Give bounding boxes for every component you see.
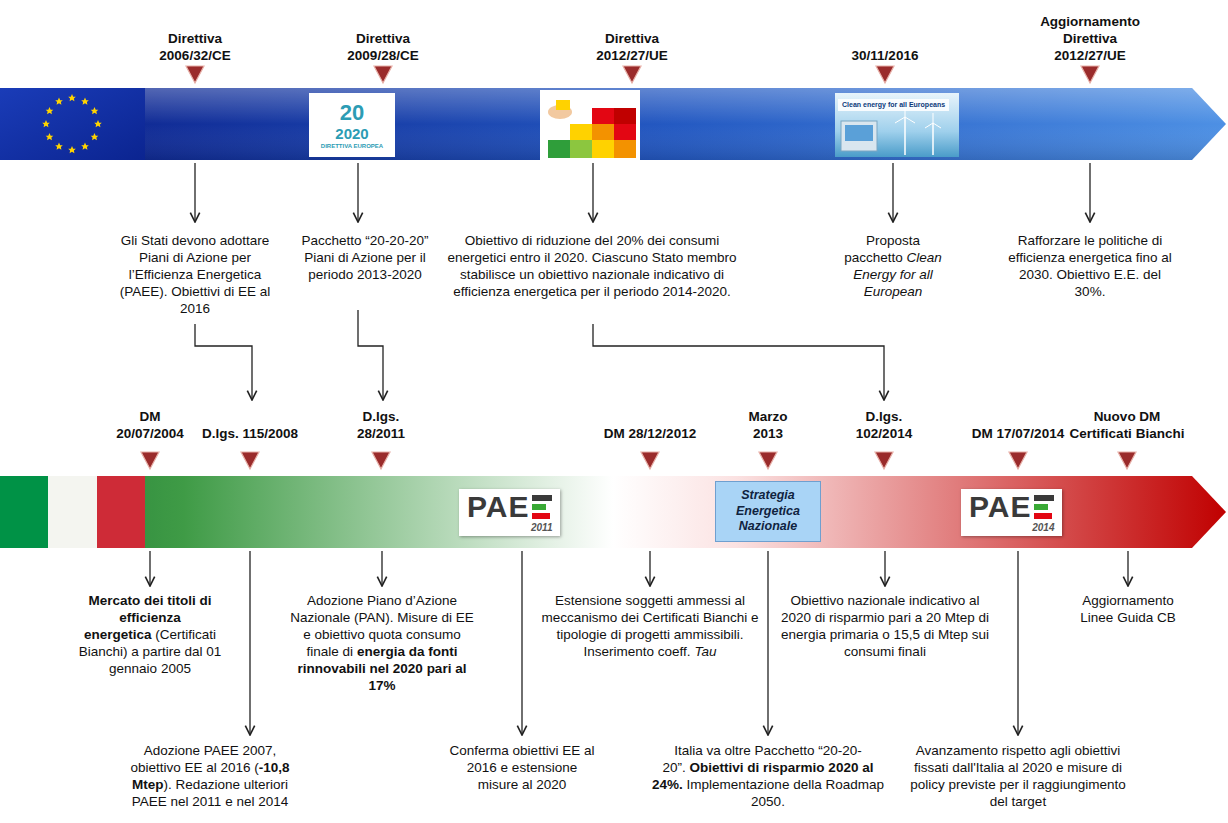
logo-text: 2020 [335,126,368,141]
timeline-text: Gli Stati devono adottare Piani di Azion… [120,233,271,316]
plan-logo-bars [532,495,552,519]
timeline-text: Aggiornamento Linee Guida CB [1080,593,1175,625]
package-image: Clean energy for all Europeans [835,93,959,157]
plan-logo: PAE2014 [961,489,1062,536]
logo-row: PAE [969,492,1054,522]
milestone-heading: DM 20/07/2004 [116,409,184,441]
logo-text: 20 [340,102,364,124]
logo-text: DIRETTIVA EUROPEA [321,143,383,149]
text-block: DM 28/12/2012 [603,425,698,442]
text-block: D.lgs. 115/2008 [190,425,310,442]
milestone-heading: 30/11/2016 [852,48,919,63]
milestone-heading: Marzo 2013 [748,409,787,441]
strategy-text: Strategia Energetica Nazionale [721,488,815,535]
text-block: Rafforzare le politiche di efficienza en… [1003,232,1178,300]
text-block: 30/11/2016 [825,47,945,64]
plan-year: 2011 [467,522,552,533]
plan-year: 2014 [969,522,1054,533]
milestone-heading: Nuovo DM Certificati Bianchi [1070,409,1185,441]
plan-logo: PAE2011 [459,489,560,536]
timeline-text: Tau [694,644,716,659]
text-block: DM 17/07/2014 [971,425,1066,442]
text-block: Direttiva 2009/28/CE [323,30,443,64]
timeline-text: Avanzamento rispetto agli obiettivi fiss… [910,743,1125,809]
plan-logo-text: PAE [467,492,529,522]
milestone-heading: Direttiva 2009/28/CE [347,31,418,63]
text-block: D.lgs. 102/2014 [842,408,927,442]
text-block: Nuovo DM Certificati Bianchi [1062,408,1192,442]
text-block: Direttiva 2012/27/UE [572,30,692,64]
text-block: Marzo 2013 [738,408,798,442]
text-block: Pacchetto “20-20-20” Piani di Azione per… [295,232,435,283]
milestone-heading: D.lgs. 115/2008 [202,426,298,441]
text-block: Avanzamento rispetto agli obiettivi fiss… [901,742,1136,810]
text-block: Aggiornamento Direttiva 2012/27/UE [1030,13,1150,64]
plan-logo-bars [1034,495,1054,519]
timeline-text: Obiettivo nazionale indicativo al 2020 d… [781,593,989,659]
text-block: Gli Stati devono adottare Piani di Azion… [111,232,279,317]
text-block: Mercato dei titoli di efficienza energet… [75,592,225,677]
timeline-text: Obiettivo di riduzione del 20% dei consu… [448,233,737,299]
image-caption: Clean energy for all Europeans [838,99,949,111]
text-block: Conferma obiettivi EE al 2016 e estensio… [447,742,597,793]
timeline-text: Implementazione della Roadmap 2050. [687,777,884,809]
text-block: Estensione soggetti ammessi al meccanism… [539,592,761,660]
strategy-box: Strategia Energetica Nazionale [715,481,821,542]
timeline-text: Estensione soggetti ammessi al meccanism… [542,593,759,659]
milestone-heading: DM 28/12/2012 [604,426,696,441]
plan-logo-text: PAE [969,492,1031,522]
logo-row: PAE [467,492,552,522]
timeline-text: Adozione PAEE 2007, obiettivo EE al 2016… [130,743,276,775]
milestone-heading: D.lgs. 28/2011 [357,409,405,441]
milestone-heading: D.lgs. 102/2014 [856,409,912,441]
text-block: Obiettivo di riduzione del 20% dei consu… [437,232,747,300]
milestone-heading: Aggiornamento Direttiva 2012/27/UE [1040,14,1140,63]
milestone-heading: Direttiva 2006/32/CE [159,31,230,63]
text-block: Italia va oltre Pacchetto “20-20-20”.Obi… [648,742,888,810]
text-block: D.lgs. 28/2011 [344,408,419,442]
text-block: Adozione Piano d’Azione Nazionale (PAN).… [290,592,475,694]
milestone-heading: DM 17/07/2014 [972,426,1064,441]
directive-logo: 202020DIRETTIVA EUROPEA [309,93,395,157]
text-block: Adozione PAEE 2007, obiettivo EE al 2016… [125,742,295,810]
text-block: DM 20/07/2004 [105,408,195,442]
milestone-heading: Direttiva 2012/27/UE [596,31,667,63]
text-block: Direttiva 2006/32/CE [135,30,255,64]
timeline-text: Rafforzare le politiche di efficienza en… [1008,233,1171,299]
timeline-text: Pacchetto “20-20-20” Piani di Azione per… [302,233,429,282]
text-block: Obiettivo nazionale indicativo al 2020 d… [780,592,990,660]
text-block: Proposta pacchettoClean Energy for all E… [826,232,961,300]
text-block: Aggiornamento Linee Guida CB [1073,592,1183,626]
timeline-text: Conferma obiettivi EE al 2016 e estensio… [450,743,595,792]
